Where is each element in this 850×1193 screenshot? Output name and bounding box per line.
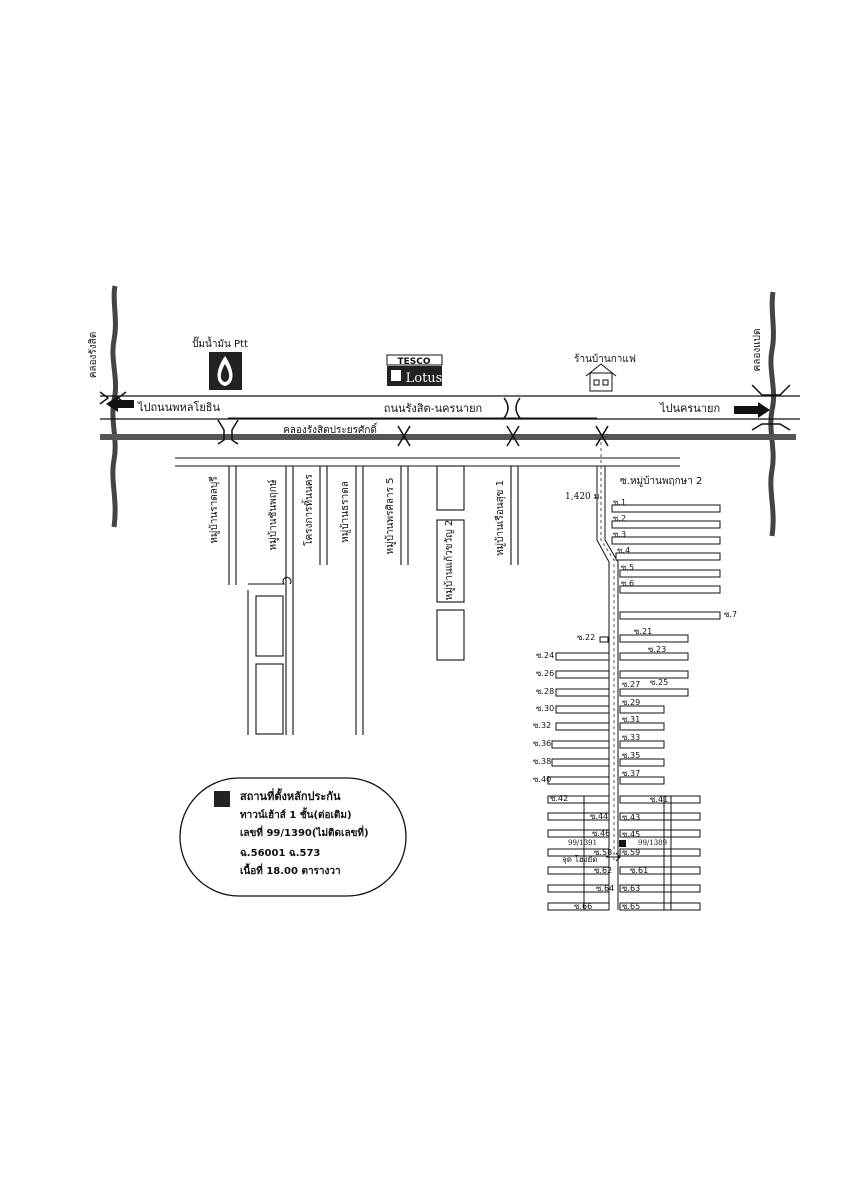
village-label-6: หมู่บ้านแก้วขวัญ 2 [443, 520, 455, 601]
bridges [99, 384, 791, 447]
village-label-4: หมู่บ้านธราดล [339, 481, 351, 543]
soi-label: ซ.65 [622, 902, 640, 911]
legend-line-2: ทาวน์เฮ้าส์ 1 ชั้น(ต่อเติม) [240, 807, 352, 821]
soi-label: ซ.38 [533, 757, 551, 766]
soi-label: ซ.27 [622, 680, 640, 689]
legend-line-3: เลขที่ 99/1390(ไม่ติดเลขที่) [240, 825, 369, 839]
soi-label: ซ.64 [596, 884, 614, 893]
property-marker [619, 840, 626, 847]
soi-label: ซ.25 [650, 678, 668, 687]
soi-label: ซ.3 [613, 530, 626, 539]
distance-label: 1,420 ม. [565, 492, 603, 502]
soi-label: ซ.7 [724, 610, 737, 619]
soi-label: ซ.4 [617, 546, 630, 555]
tesco-top-text: TESCO [397, 357, 430, 367]
left-arrow-icon [106, 396, 134, 412]
grid-sois-right [619, 634, 701, 911]
tesco-lotus-logo: TESCO Lotus [386, 354, 443, 386]
soi-label: ซ.41 [650, 795, 668, 804]
soi-label: ซ.6 [621, 579, 634, 588]
village-label-7: หมู่บ้านเรือนสุข 1 [494, 480, 506, 556]
main-soi-road [596, 466, 610, 910]
ptt-label: ปั๊มน้ำมัน Ptt [192, 336, 248, 350]
village-label-3: โครงการทิ้นนคร [301, 474, 315, 546]
right-canal-label: คลองแปด [752, 329, 763, 372]
pointer-arrow-icon [606, 852, 621, 862]
soi-label: ซ.35 [622, 751, 640, 760]
soi-label: ซ.2 [613, 514, 626, 523]
upper-soi-labels: ซ.1 ซ.2 ซ.3 ซ.4 ซ.5 ซ.6 ซ.7 [613, 498, 737, 619]
house-right-label: 99/1389 [638, 839, 667, 847]
main-soi-road-right [604, 466, 619, 910]
middle-canal [100, 434, 796, 440]
soi-label: ซ.1 [613, 498, 626, 507]
soi-label: ซ.62 [594, 866, 612, 875]
soi-label: ซ.40 [533, 775, 551, 784]
main-soi-label: ซ.หมู่บ้านพฤกษา 2 [620, 475, 702, 487]
main-road-label: ถนนรังสิต-นครนายก [384, 402, 482, 415]
middle-canal-label: คลองรังสิตประยรศักดิ์ [283, 422, 378, 436]
grid-right-labels: ซ.21 ซ.23 ซ.27 ซ.25 ซ.29 ซ.31 ซ.33 ซ.35 … [622, 627, 668, 911]
village-label-1: หมู่บ้านราดลบุรี [208, 476, 220, 544]
soi-label: ซ.23 [648, 645, 666, 654]
legend-line-1: สถานที่ตั้งหลักประกัน [240, 788, 341, 803]
village-label-2: หมู่บ้านชันพฤกษ์ [267, 479, 279, 550]
point-label: จุด โฮงยัด [562, 854, 597, 864]
grid-left-labels: ซ.22 ซ.24 ซ.26 ซ.28 ซ.30 ซ.32 ซ.36 ซ.38 … [533, 633, 614, 911]
soi-label: ซ.42 [550, 794, 568, 803]
soi-label: ซ.45 [622, 830, 640, 839]
soi-label: ซ.58 [594, 848, 612, 857]
soi-label: ซ.24 [536, 651, 554, 660]
legend-line-4: ฉ.56001 ฉ.573 [240, 848, 320, 859]
upper-sois [611, 504, 721, 620]
soi-label: ซ.22 [577, 633, 595, 642]
soi-label: ซ.43 [622, 813, 640, 822]
right-arrow-icon [734, 402, 770, 418]
main-soi-line [600, 436, 615, 860]
soi-label: ซ.5 [621, 563, 634, 572]
soi-label: ซ.44 [590, 812, 608, 821]
grid-sois-left [547, 636, 610, 911]
legend-box: สถานที่ตั้งหลักประกัน ทาวน์เฮ้าส์ 1 ชั้น… [179, 777, 407, 897]
left-canal-label: คลองรังสิต [88, 332, 99, 379]
village-label-5: หมู่บ้านพรศิลาร 5 [384, 478, 396, 555]
soi-label: ซ.66 [574, 902, 592, 911]
grid-cross-roads [583, 796, 672, 910]
soi-label: ซ.32 [533, 721, 551, 730]
right-canal [768, 291, 777, 537]
soi-label: ซ.29 [622, 698, 640, 707]
soi-label: ซ.59 [622, 848, 640, 857]
legend-line-5: เนื้อที่ 18.00 ตารางวา [240, 863, 341, 877]
to-phahonyothin-label: ไปถนนพหลโยธิน [137, 400, 221, 414]
ptt-icon [209, 352, 242, 390]
tesco-bottom-text: Lotus [406, 371, 443, 386]
soi-label: ซ.46 [592, 829, 610, 838]
coffee-label: ร้านบ้านกาแฟ [574, 353, 636, 365]
soi-label: ซ.63 [622, 884, 640, 893]
soi-label: ซ.26 [536, 669, 554, 678]
soi-label: ซ.36 [533, 739, 551, 748]
soi-label: ซ.21 [634, 627, 652, 636]
to-nakhon-nayok-label: ไปนครนายก [659, 402, 720, 415]
soi-label: ซ.30 [536, 704, 554, 713]
soi-label: ซ.61 [630, 866, 648, 875]
coffee-shop-icon [585, 363, 617, 392]
soi-label: ซ.28 [536, 687, 554, 696]
legend-marker-icon [214, 791, 230, 807]
soi-label: ซ.33 [622, 733, 640, 742]
house-left-label: 99/1391 [568, 839, 597, 847]
soi-label: ซ.37 [622, 769, 640, 778]
soi-label: ซ.31 [622, 715, 640, 724]
village-roads [228, 465, 519, 735]
